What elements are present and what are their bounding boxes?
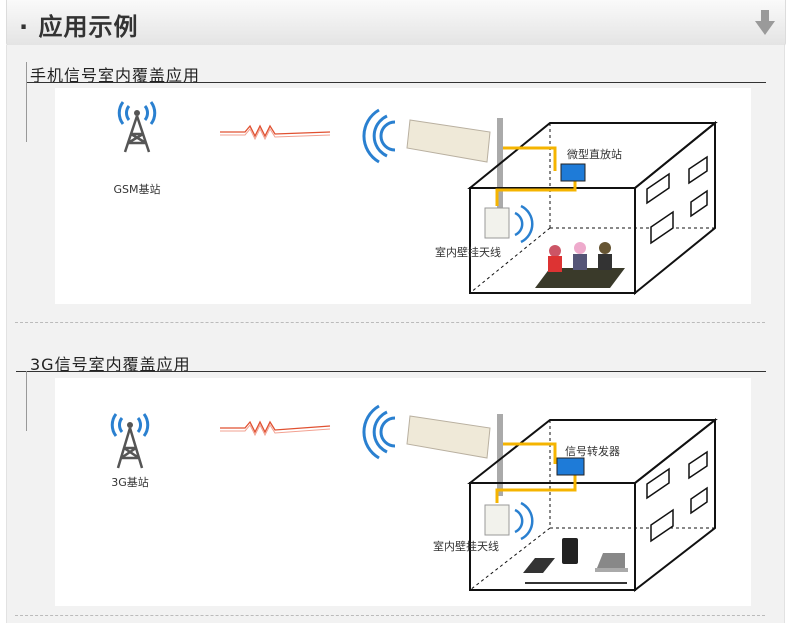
down-arrow-icon[interactable] [755,10,775,36]
wave-icon [362,404,396,460]
gsm-coverage-diagram: GSM基站 微型直放 [114,101,718,296]
section-accent-bar [26,62,27,142]
cell-tower-icon [110,413,150,469]
section-divider [26,82,766,83]
section-title-gsm: 手机信号室内覆盖应用 [30,66,201,85]
cell-tower-icon [117,101,157,153]
diagram-panel-3g: 3G基站 信号转发器 [55,378,751,606]
meeting-people-icon [535,242,625,288]
building-hidden-edges [469,420,715,591]
wave-icon [514,501,534,541]
panel-antenna-icon [406,119,491,163]
cable [503,146,557,171]
section-divider [16,371,766,372]
section-separator [15,322,765,323]
tablet-icon [523,558,555,573]
antenna-label: 室内壁挂天线 [433,539,499,553]
section-separator [15,615,765,616]
antenna-label: 室内壁挂天线 [435,245,501,259]
signal-zigzag-icon [220,124,331,138]
wall-antenna-icon [484,504,510,536]
tower-label: 3G基站 [111,475,149,489]
signal-zigzag-icon [220,420,331,434]
repeater-label: 微型直放站 [567,147,622,161]
repeater-icon [556,457,585,476]
cable [503,442,557,464]
page-title: · 应用示例 [19,13,139,41]
wave-icon [362,108,396,164]
wave-icon [514,204,534,244]
section-title-3g: 3G信号室内覆盖应用 [30,355,191,374]
tower-label: GSM基站 [114,182,161,196]
antenna-mast [497,414,503,496]
wall-antenna-icon [484,207,510,239]
laptop-icon [597,553,625,568]
building-windows [646,155,708,245]
building-windows [646,450,708,543]
repeater-icon [560,163,586,182]
repeater-label: 信号转发器 [565,444,620,458]
diagram-panel-gsm: GSM基站 微型直放 [55,88,751,304]
smartphone-icon [562,538,578,564]
cable [495,474,577,503]
panel-antenna-icon [406,415,491,459]
section-accent-bar [26,371,27,431]
section-header: · 应用示例 [6,0,786,46]
3g-coverage-diagram: 3G基站 信号转发器 [110,404,718,593]
building-hidden-edges [469,123,715,294]
